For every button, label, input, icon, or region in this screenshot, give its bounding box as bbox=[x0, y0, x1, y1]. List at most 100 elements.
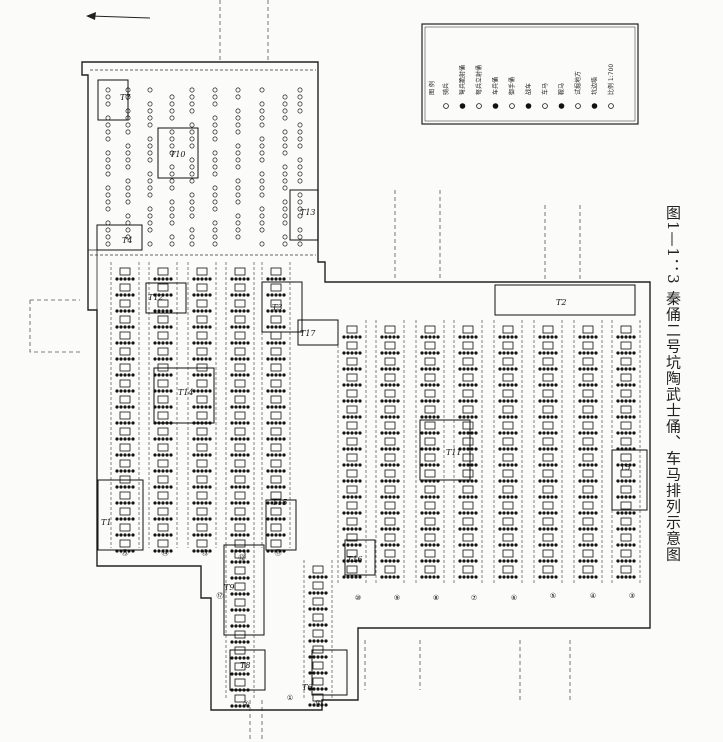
soldier-mark bbox=[420, 559, 424, 563]
chariot-mark bbox=[462, 373, 474, 382]
soldier-mark bbox=[632, 543, 636, 547]
soldier-mark bbox=[234, 453, 238, 457]
soldier-mark bbox=[388, 495, 392, 499]
soldier-mark bbox=[169, 517, 173, 521]
cavalry-mark bbox=[105, 136, 111, 142]
chariot-mark bbox=[157, 443, 169, 452]
scale-icon bbox=[608, 103, 614, 109]
soldier-mark bbox=[200, 549, 204, 553]
soldier-mark bbox=[470, 415, 474, 419]
soldier-mark bbox=[234, 437, 238, 441]
soldier-mark bbox=[502, 383, 506, 387]
soldier-mark bbox=[354, 367, 358, 371]
soldier-mark bbox=[165, 517, 169, 521]
soldier-mark bbox=[620, 383, 624, 387]
soldier-mark bbox=[388, 559, 392, 563]
chariot-mark bbox=[196, 267, 208, 276]
soldier-mark bbox=[594, 431, 598, 435]
soldier-mark bbox=[278, 389, 282, 393]
cavalry-mark bbox=[259, 108, 265, 114]
cavalry-mark bbox=[235, 122, 241, 128]
soldier-mark bbox=[230, 357, 234, 361]
soldier-mark bbox=[506, 335, 510, 339]
soldier-mark bbox=[274, 453, 278, 457]
soldier-mark bbox=[169, 453, 173, 457]
chariot-columns bbox=[110, 262, 641, 708]
soldier-mark bbox=[546, 495, 550, 499]
soldier-mark bbox=[466, 559, 470, 563]
soldier-mark bbox=[204, 469, 208, 473]
soldier-mark bbox=[498, 351, 502, 355]
cavalry-mark bbox=[259, 171, 265, 177]
soldier-mark bbox=[396, 543, 400, 547]
chariot-mark bbox=[502, 549, 514, 558]
soldier-mark bbox=[466, 447, 470, 451]
chariot-mark bbox=[424, 389, 436, 398]
soldier-mark bbox=[396, 575, 400, 579]
soldier-mark bbox=[196, 453, 200, 457]
chariot-mark bbox=[384, 373, 396, 382]
soldier-mark bbox=[628, 495, 632, 499]
soldier-mark bbox=[380, 575, 384, 579]
soldier-mark bbox=[616, 367, 620, 371]
soldier-mark bbox=[115, 405, 119, 409]
cavalry-mark bbox=[235, 164, 241, 170]
soldier-mark bbox=[470, 479, 474, 483]
soldier-mark bbox=[208, 485, 212, 489]
soldier-mark bbox=[308, 639, 312, 643]
cavalry-mark bbox=[282, 150, 288, 156]
chariot-mark bbox=[312, 693, 324, 702]
soldier-mark bbox=[165, 373, 169, 377]
soldier-mark bbox=[392, 335, 396, 339]
soldier-mark bbox=[578, 527, 582, 531]
soldier-mark bbox=[624, 575, 628, 579]
cavalry-mark bbox=[105, 157, 111, 163]
cavalry-mark bbox=[282, 94, 288, 100]
soldier-mark bbox=[380, 447, 384, 451]
soldier-mark bbox=[342, 447, 346, 451]
soldier-mark bbox=[632, 495, 636, 499]
soldier-mark bbox=[242, 501, 246, 505]
chariot-mark bbox=[119, 363, 131, 372]
cavalry-mark bbox=[235, 87, 241, 93]
chariot-mark bbox=[346, 373, 358, 382]
soldier-mark bbox=[324, 671, 328, 675]
soldier-mark bbox=[388, 431, 392, 435]
soldier-mark bbox=[384, 399, 388, 403]
soldier-mark bbox=[462, 575, 466, 579]
soldier-mark bbox=[242, 277, 246, 281]
soldier-mark bbox=[594, 543, 598, 547]
legend-label: 车兵俑 bbox=[492, 77, 500, 95]
chariot-mark bbox=[620, 341, 632, 350]
cavalry-mark bbox=[189, 143, 195, 149]
soldier-mark bbox=[234, 672, 238, 676]
soldier-mark bbox=[246, 341, 250, 345]
chariot-mark bbox=[119, 283, 131, 292]
chariot-mark bbox=[196, 315, 208, 324]
soldier-mark bbox=[278, 421, 282, 425]
soldier-mark bbox=[462, 511, 466, 515]
soldier-mark bbox=[470, 511, 474, 515]
soldier-mark bbox=[192, 277, 196, 281]
soldier-mark bbox=[346, 351, 350, 355]
soldier-mark bbox=[274, 325, 278, 329]
label-t9: T9 bbox=[224, 583, 234, 592]
legend-label: 御手俑 bbox=[508, 77, 516, 95]
soldier-mark bbox=[554, 463, 558, 467]
soldier-mark bbox=[392, 415, 396, 419]
label-t11: T11 bbox=[446, 448, 462, 457]
chariot-mark bbox=[196, 443, 208, 452]
soldier-mark bbox=[466, 367, 470, 371]
soldier-mark bbox=[498, 575, 502, 579]
soldier-mark bbox=[462, 415, 466, 419]
soldier-mark bbox=[578, 575, 582, 579]
chariot-mark bbox=[346, 501, 358, 510]
chariot-mark bbox=[196, 523, 208, 532]
cavalry-mark bbox=[297, 171, 303, 177]
soldier-mark bbox=[119, 437, 123, 441]
soldier-mark bbox=[153, 517, 157, 521]
soldier-mark bbox=[123, 325, 127, 329]
soldier-mark bbox=[242, 672, 246, 676]
soldier-mark bbox=[358, 495, 362, 499]
soldier-mark bbox=[436, 511, 440, 515]
